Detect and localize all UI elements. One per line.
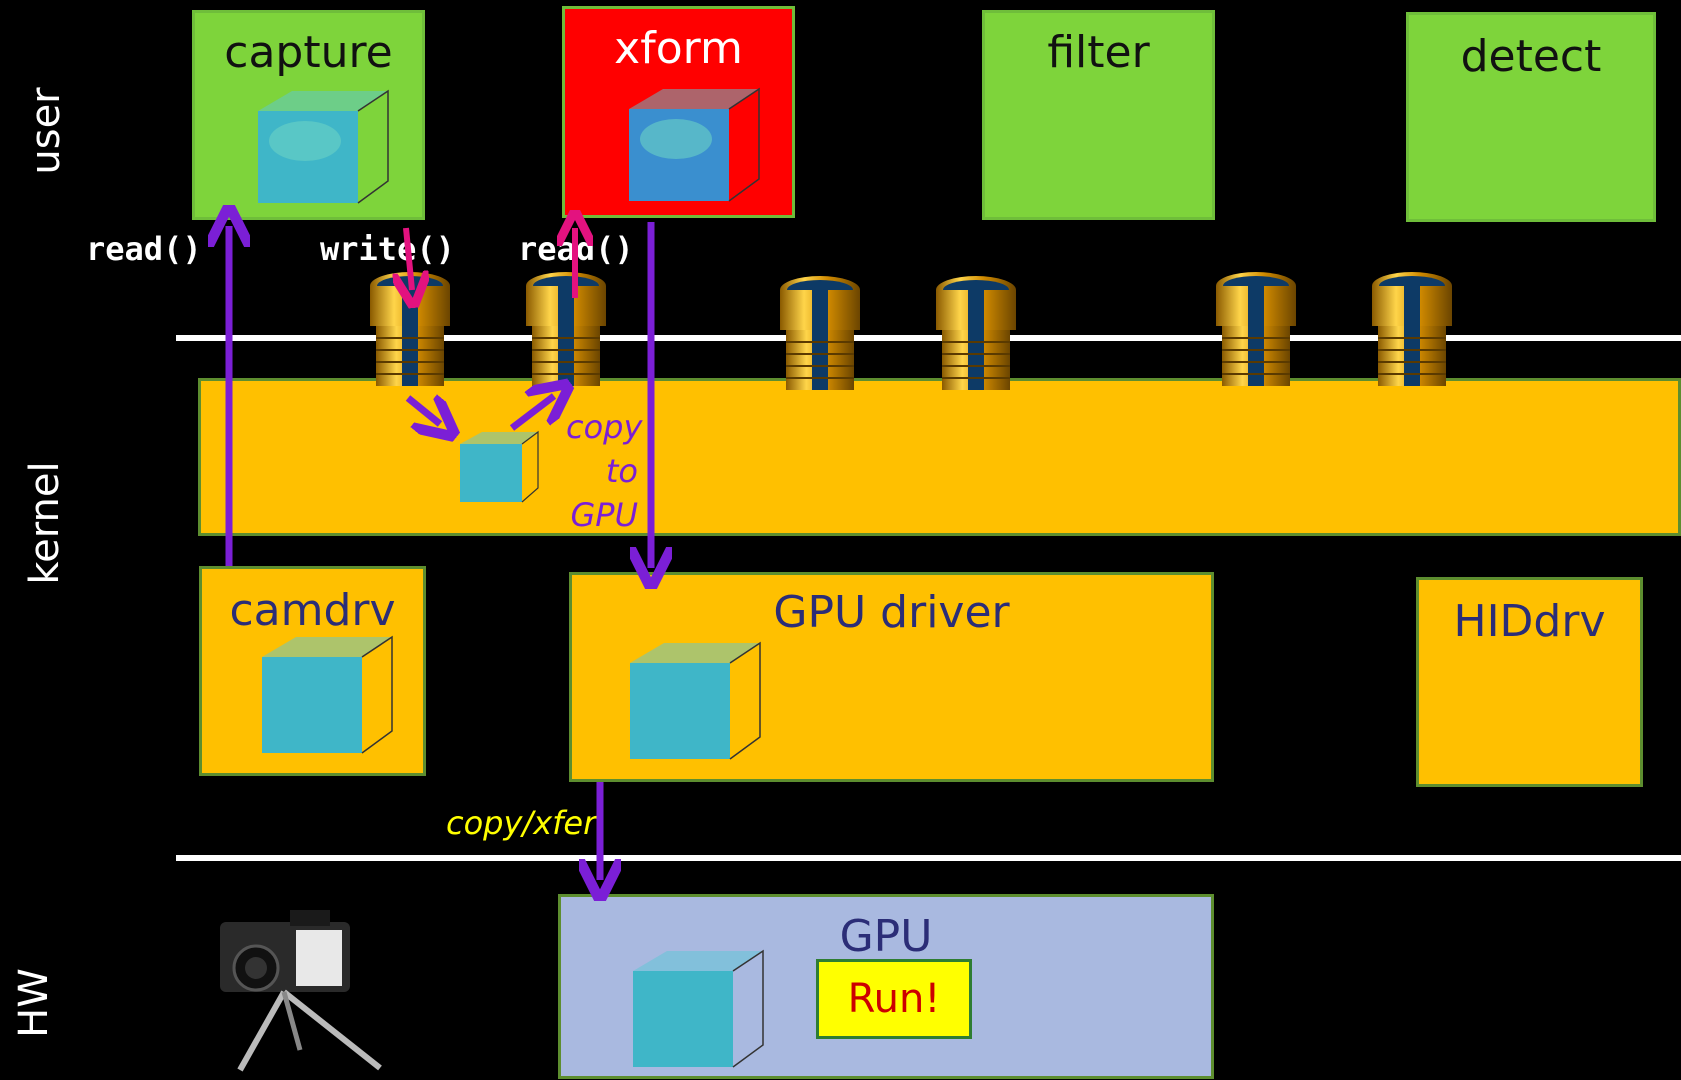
camera-icon	[220, 910, 382, 1072]
frame-cube-icon	[262, 635, 393, 754]
pipe-fitting-icon	[780, 276, 860, 390]
xform-process-box: xform	[562, 6, 795, 218]
gpu-driver-title: GPU driver	[773, 587, 1010, 638]
pipe-to-kernel-arrow	[405, 398, 440, 424]
capture-write-syscall: write()	[320, 230, 455, 268]
frame-cube-icon	[630, 641, 761, 760]
detect-process-box: detect	[1406, 12, 1656, 222]
gpu-title: GPU	[839, 911, 933, 962]
hiddrv-box: HIDdrv	[1416, 577, 1643, 787]
user-kernel-separator	[176, 335, 1681, 341]
copy-to-gpu-line-3: GPU	[570, 496, 638, 534]
pipe-fitting-icon	[526, 272, 606, 386]
capture-title: capture	[224, 27, 393, 78]
copy-xfer-label: copy/xfer	[446, 804, 597, 842]
xform-title: xform	[614, 23, 743, 74]
frame-cube-icon	[633, 949, 764, 1068]
kernel-hw-separator	[176, 855, 1681, 861]
capture-process-box: capture	[192, 10, 425, 220]
camdrv-title: camdrv	[229, 585, 396, 636]
pipe-fitting-icon	[936, 276, 1016, 390]
gpu-driver-box: GPU driver	[569, 572, 1214, 782]
detect-title: detect	[1460, 31, 1602, 82]
frame-cube-icon	[629, 87, 760, 202]
filter-process-box: filter	[982, 10, 1215, 220]
write-arrow	[406, 227, 412, 290]
camdrv-box: camdrv	[199, 566, 426, 776]
copy-to-gpu-line-2: to	[605, 452, 638, 490]
filter-title: filter	[1047, 27, 1150, 78]
run-badge: Run!	[816, 959, 972, 1039]
hiddrv-title: HIDdrv	[1453, 596, 1606, 647]
kernel-frame-cube-icon	[460, 430, 539, 503]
frame-cube-icon	[258, 89, 389, 204]
gpu-hardware-box: GPU Run!	[558, 894, 1214, 1079]
pipe-fitting-icon	[1216, 272, 1296, 386]
pipe-fitting-icon	[1372, 272, 1452, 386]
capture-read-syscall: read()	[86, 230, 202, 268]
kernel-to-pipe-arrow	[509, 396, 554, 431]
